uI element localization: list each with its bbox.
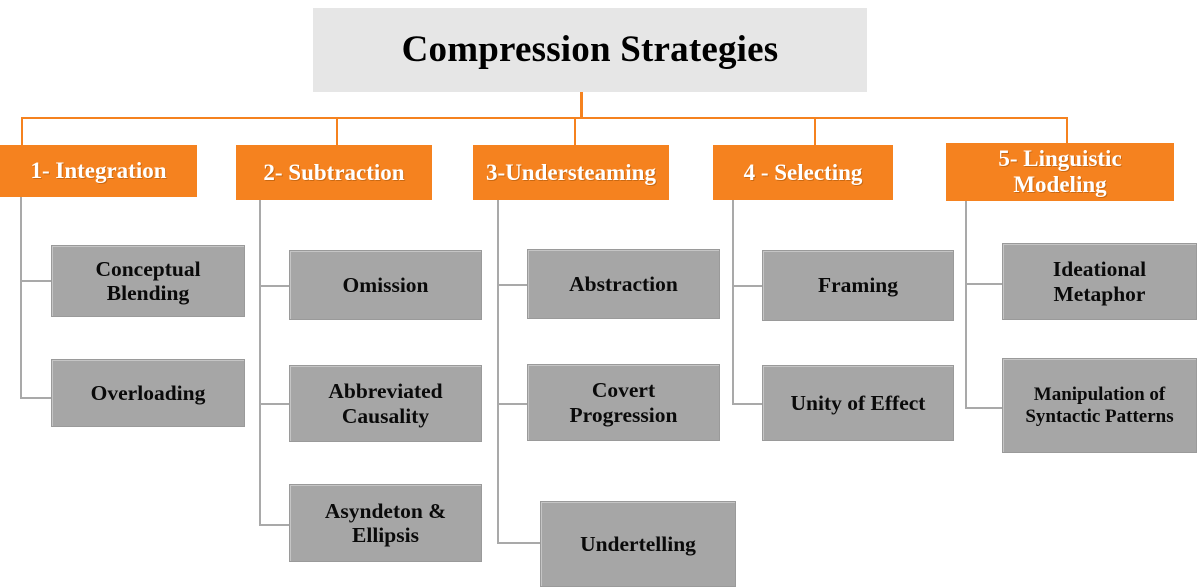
branch-node-3-understeaming: 3-Understeaming [473, 145, 669, 200]
leaf-node-conceptual-blending: Conceptual Blending [51, 245, 245, 317]
connector-stub-undertelling [497, 542, 541, 544]
leaf-node-manipulation-of-syntactic-patterns: Manipulation of Syntactic Patterns [1002, 358, 1197, 453]
connector-spine-branch-5 [965, 201, 967, 408]
connector-stub-ideational-metaphor [965, 283, 1003, 285]
leaf-node-abbreviated-causality: Abbreviated Causality [289, 365, 482, 442]
connector-stub-framing [732, 285, 763, 287]
leaf-node-covert-progression: Covert Progression [527, 364, 720, 441]
leaf-node-ideational-metaphor: Ideational Metaphor [1002, 243, 1197, 320]
connector-spine-branch-2 [259, 200, 261, 525]
connector-drop-branch-2 [336, 117, 338, 145]
connector-root-bus [22, 117, 1068, 119]
connector-stub-overloading [20, 397, 52, 399]
connector-stub-unity-of-effect [732, 403, 763, 405]
leaf-node-undertelling: Undertelling [540, 501, 736, 587]
connector-stub-omission [259, 285, 290, 287]
connector-stub-manipulation-syntactic-patterns [965, 407, 1003, 409]
root-node-compression-strategies: Compression Strategies [313, 8, 867, 92]
connector-drop-branch-5 [1066, 117, 1068, 145]
connector-stub-abbreviated-causality [259, 403, 290, 405]
leaf-node-omission: Omission [289, 250, 482, 320]
branch-node-2-subtraction: 2- Subtraction [236, 145, 432, 200]
branch-node-5-linguistic-modeling: 5- Linguistic Modeling [946, 143, 1174, 201]
connector-spine-branch-4 [732, 200, 734, 405]
connector-drop-branch-4 [814, 117, 816, 145]
branch-node-4-selecting: 4 - Selecting [713, 145, 893, 200]
connector-spine-branch-3 [497, 200, 499, 543]
connector-drop-branch-1 [21, 117, 23, 145]
connector-spine-branch-1 [20, 197, 22, 398]
connector-stub-covert-progression [497, 403, 528, 405]
leaf-node-overloading: Overloading [51, 359, 245, 427]
leaf-node-asyndeton-ellipsis: Asyndeton & Ellipsis [289, 484, 482, 562]
connector-drop-branch-3 [574, 117, 576, 145]
connector-stub-abstraction [497, 284, 528, 286]
connector-stub-conceptual-blending [20, 280, 52, 282]
connector-root-stem [580, 92, 583, 118]
branch-node-1-integration: 1- Integration [0, 145, 197, 197]
leaf-node-abstraction: Abstraction [527, 249, 720, 319]
leaf-node-framing: Framing [762, 250, 954, 321]
leaf-node-unity-of-effect: Unity of Effect [762, 365, 954, 441]
connector-stub-asyndeton-ellipsis [259, 524, 290, 526]
